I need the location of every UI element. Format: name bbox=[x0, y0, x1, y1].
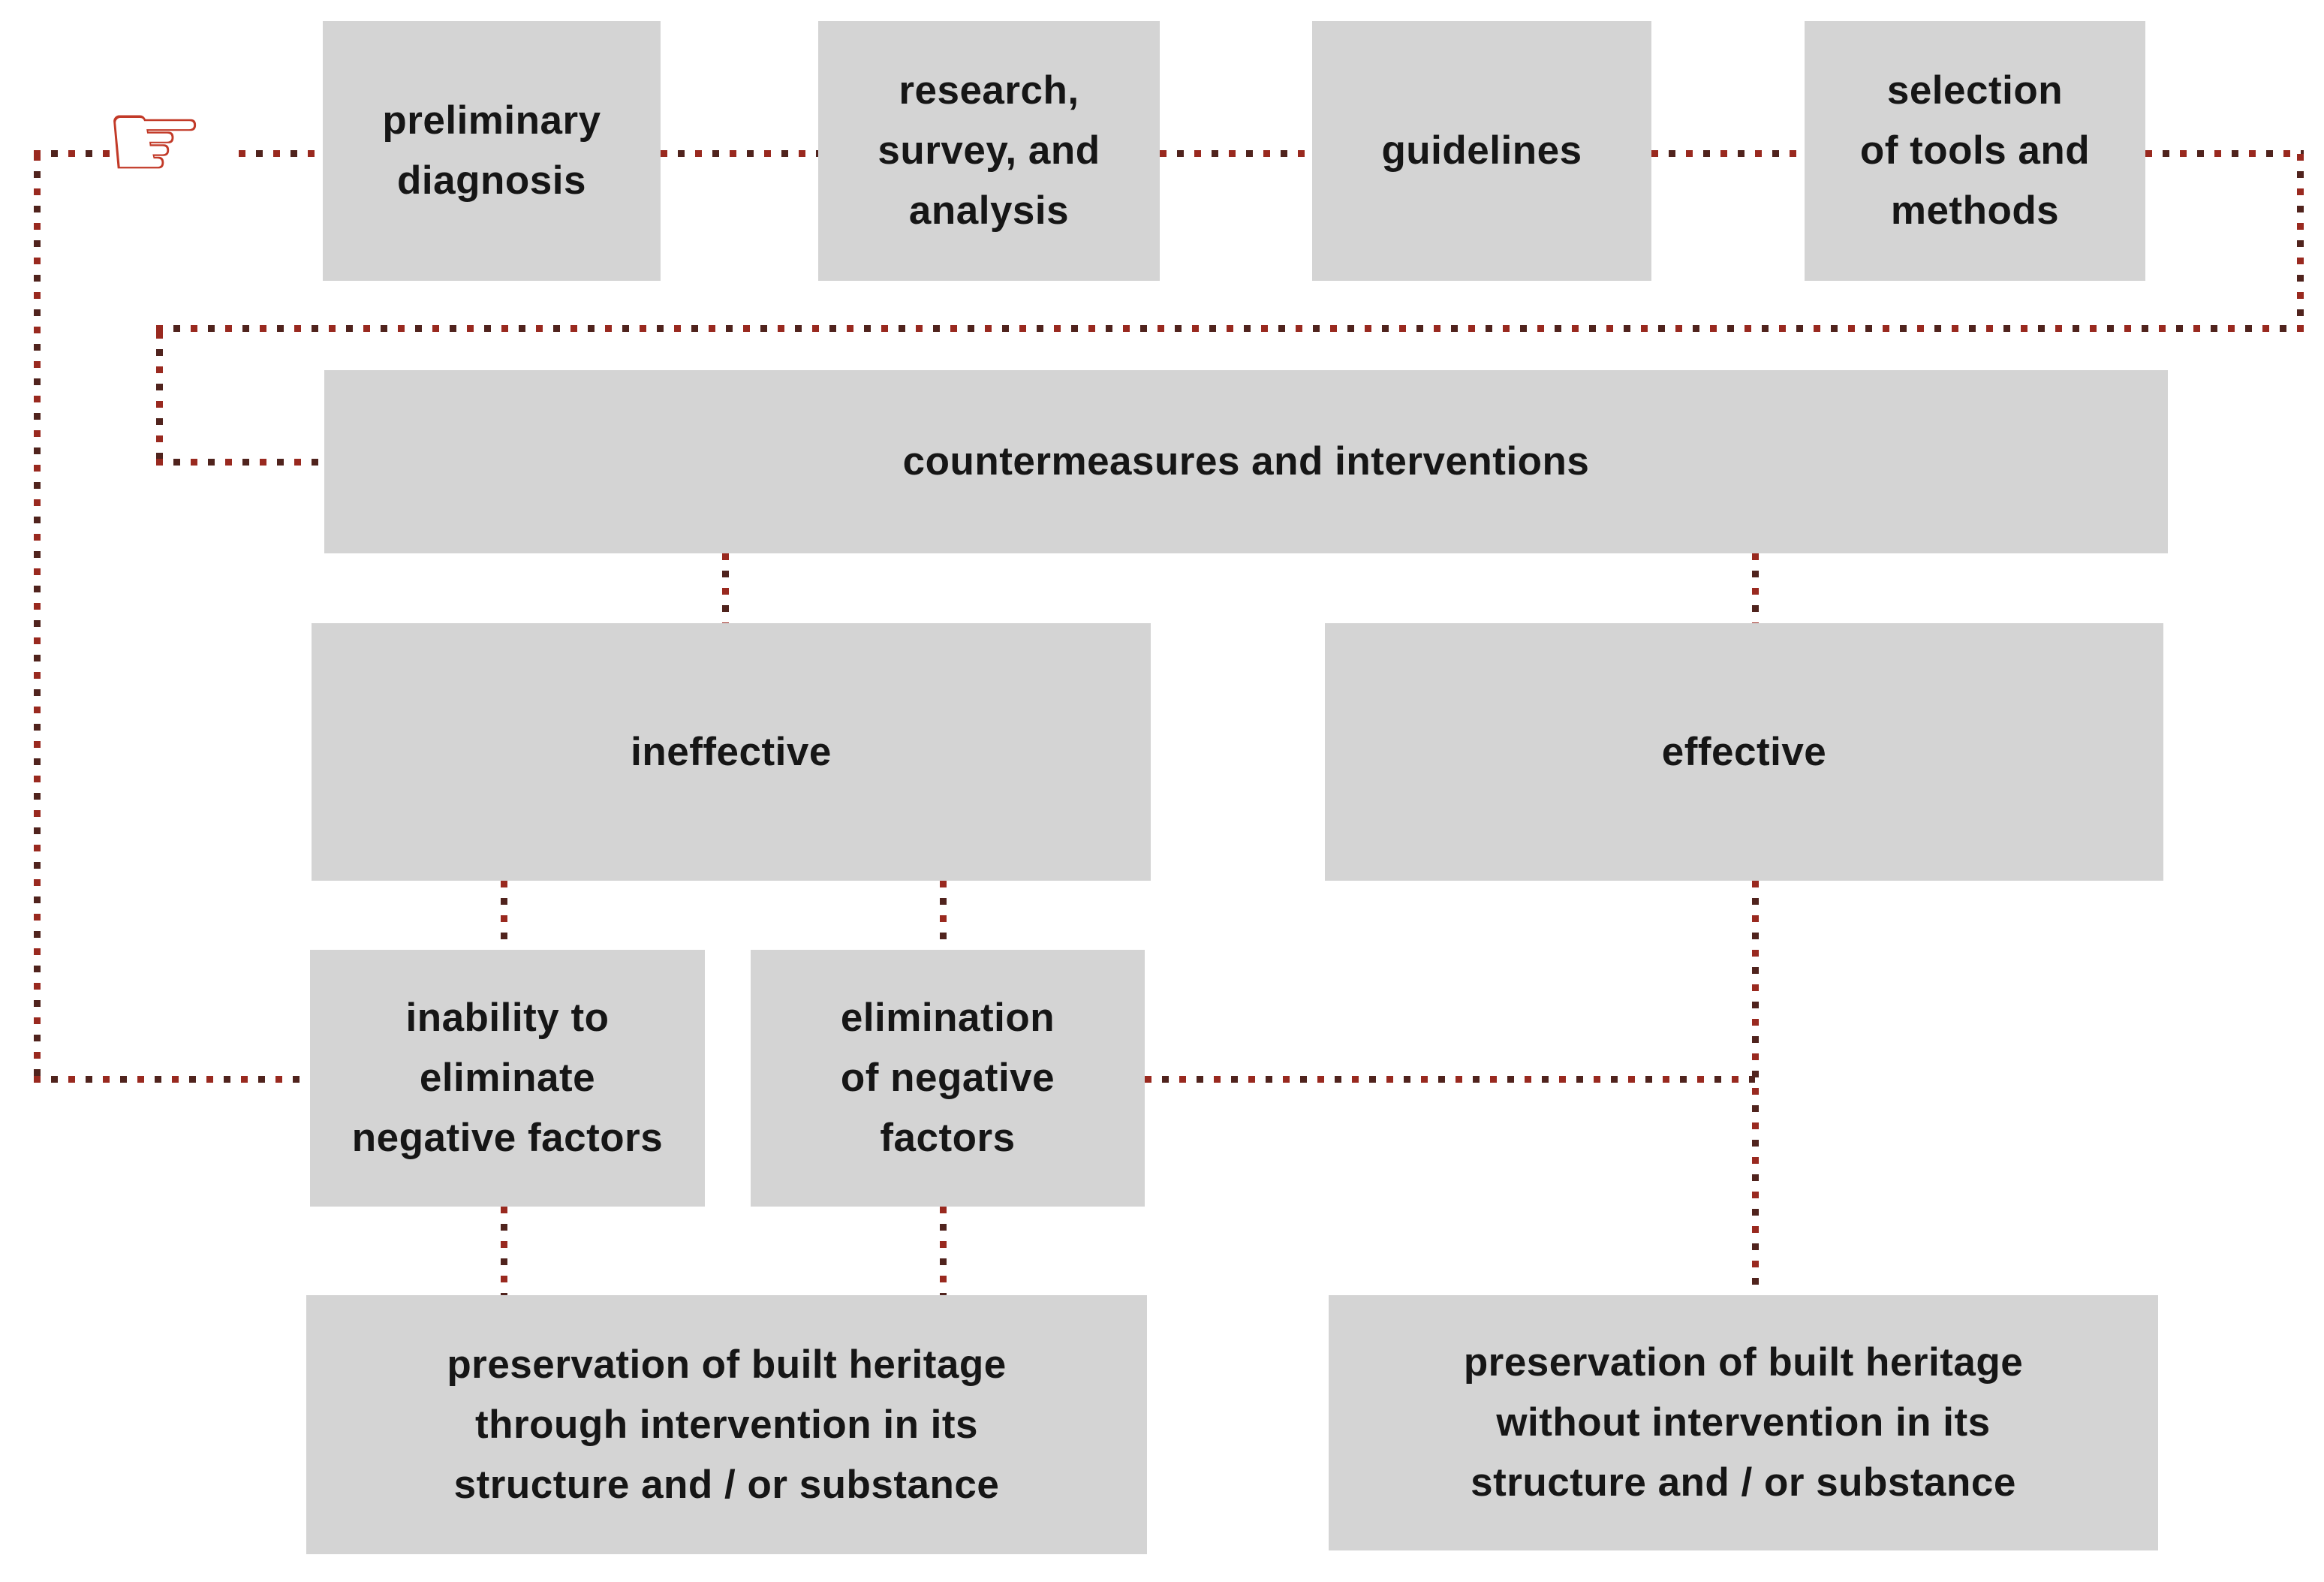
edge-research-to-guidelines bbox=[1160, 150, 1312, 157]
edge-wrap-left-vertical bbox=[156, 332, 163, 462]
edge-effective-to-preservation-without bbox=[1752, 881, 1759, 1295]
edge-hand-to-preliminary bbox=[239, 150, 323, 157]
node-ineffective: ineffective bbox=[312, 623, 1151, 881]
edge-ineffective-to-elimination bbox=[940, 881, 947, 950]
edge-preliminary-to-research bbox=[661, 150, 818, 157]
node-guidelines: guidelines bbox=[1312, 21, 1651, 281]
node-preliminary-diagnosis: preliminary diagnosis bbox=[323, 21, 661, 281]
node-inability-to-eliminate-negative-factors: inability to eliminate negative factors bbox=[310, 950, 705, 1207]
edge-inability-to-preservation-through bbox=[501, 1207, 507, 1295]
edge-guidelines-to-selection bbox=[1651, 150, 1805, 157]
edge-elimination-to-effective-line bbox=[1145, 1076, 1755, 1083]
node-selection-of-tools-and-methods: selection of tools and methods bbox=[1805, 21, 2145, 281]
edge-start-to-hand bbox=[34, 150, 116, 157]
edge-feedback-from-inability bbox=[34, 1076, 310, 1083]
edge-selection-to-right-margin bbox=[2145, 150, 2304, 157]
edge-countermeasures-to-ineffective bbox=[722, 553, 729, 623]
node-preservation-without-intervention: preservation of built heritage without i… bbox=[1329, 1295, 2158, 1550]
edge-countermeasures-to-effective bbox=[1752, 553, 1759, 623]
node-effective: effective bbox=[1325, 623, 2163, 881]
pointing-hand-icon: ☞ bbox=[104, 74, 206, 207]
edge-feedback-left-vertical bbox=[34, 154, 41, 1083]
edge-ineffective-to-inability bbox=[501, 881, 507, 950]
node-elimination-of-negative-factors: elimination of negative factors bbox=[751, 950, 1145, 1207]
edge-elimination-to-preservation-through bbox=[940, 1207, 947, 1295]
edge-wrap-right-vertical bbox=[2297, 154, 2304, 331]
node-countermeasures-and-interventions: countermeasures and interventions bbox=[324, 370, 2168, 553]
edge-wrap-horizontal bbox=[156, 325, 2304, 332]
edge-wrap-into-countermeasures bbox=[156, 459, 324, 466]
node-research-survey-analysis: research, survey, and analysis bbox=[818, 21, 1160, 281]
node-preservation-through-intervention: preservation of built heritage through i… bbox=[306, 1295, 1147, 1554]
